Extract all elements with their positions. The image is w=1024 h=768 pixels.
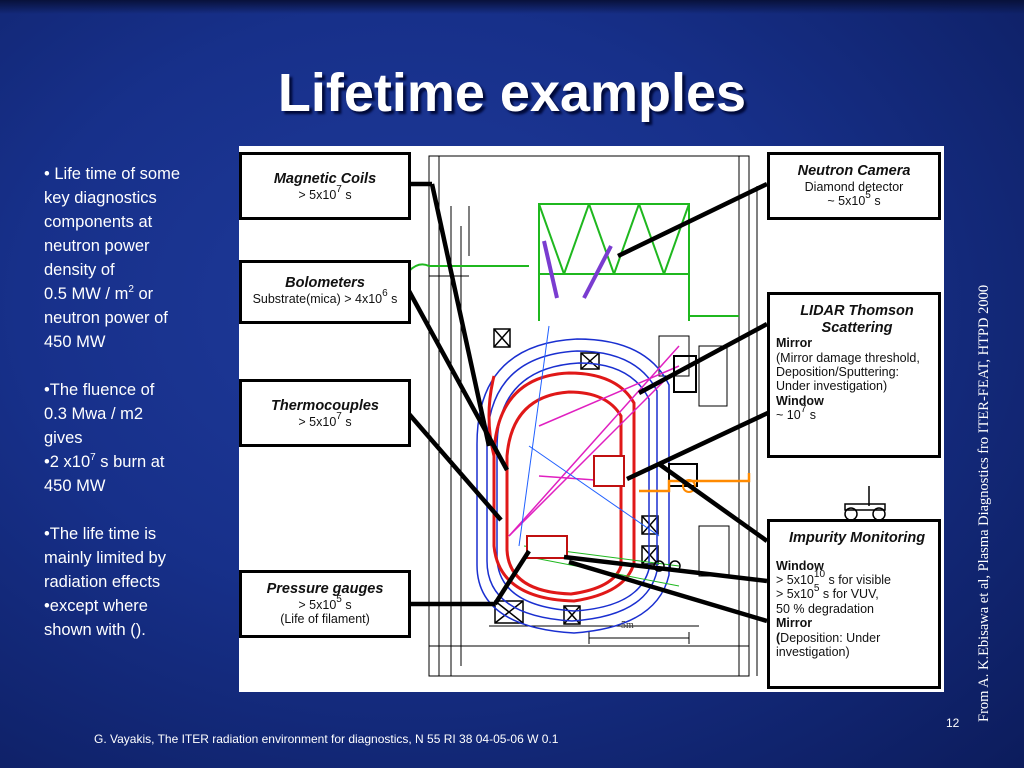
label-value: Substrate(mica) > 4x106 s [242, 288, 408, 306]
superscript: 7 [336, 410, 342, 422]
mirror-heading: Mirror [776, 616, 813, 631]
figure-credit: From A. K.Ebisawa et al, Plasma Diagnost… [976, 284, 992, 722]
window-text: > 5x105 s for VUV, [776, 584, 938, 602]
bullet-text: •The life time is [44, 525, 157, 543]
bullet-text: 0.5 MW / m2 or [44, 282, 224, 306]
label-sub: Diamond detector [804, 179, 904, 194]
bullet-text: neutron power of [44, 309, 168, 327]
value-text: ~ 10 [776, 408, 801, 423]
value-text: Substrate(mica) > 4x10 [252, 291, 383, 306]
value-text: > 5x10 [298, 597, 337, 612]
bullet-list: • Life time of some key diagnostics comp… [44, 162, 224, 642]
superscript: 5 [865, 190, 871, 202]
superscript: 7 [90, 452, 96, 463]
label-heading: Neutron Camera [797, 163, 911, 179]
value-text: s [387, 291, 398, 306]
superscript: 7 [800, 404, 807, 416]
value-text: > 5x10 [298, 414, 337, 429]
label-heading: Impurity Monitoring [788, 530, 926, 546]
top-shadow-bar [0, 0, 1024, 14]
label-value: > 5x107 s [242, 411, 408, 429]
value-text: s [341, 187, 352, 202]
label-value: > 5x107 s [242, 184, 408, 202]
magnetic-coils-label: Magnetic Coils > 5x107 s [239, 152, 411, 220]
scale-label: 5m [621, 620, 634, 631]
value-text: s for VUV, [819, 587, 879, 602]
value-text: > 5x10 [776, 573, 814, 588]
value-text: s [806, 408, 816, 423]
lidar-thomson-label: LIDAR Thomson Scattering Mirror (Mirror … [767, 292, 941, 458]
spacer [44, 498, 224, 522]
value-text: s [870, 194, 881, 209]
bullet-text: gives [44, 429, 83, 447]
mirror-text: (Deposition: Under [776, 631, 938, 645]
bullet-text: 450 MW [44, 477, 106, 495]
pressure-gauges-label: Pressure gauges > 5x105 s (Life of filam… [239, 570, 411, 638]
mirror-text: (Mirror damage threshold, [776, 350, 920, 365]
bullet-text: radiation effects [44, 573, 161, 591]
bullet-text: • Life time of some [44, 165, 180, 183]
bullet-text: 0.3 Mwa / m2 [44, 405, 144, 423]
label-value: ~ 5x105 s [770, 191, 938, 209]
superscript: 5 [813, 583, 820, 595]
value-text: Deposition: Under [780, 630, 881, 645]
window-text: 50 % degradation [776, 601, 874, 616]
bullet-text: key diagnostics [44, 189, 157, 207]
label-heading: Scattering [821, 319, 893, 336]
bullet-text: 450 MW [44, 333, 106, 351]
page-number: 12 [946, 716, 960, 730]
spacer [776, 547, 938, 559]
bullet-text: density of [44, 261, 115, 279]
window-text: > 5x1010 s for visible [776, 570, 938, 588]
bullet-text-part: or [133, 285, 154, 303]
bullet-text: •except where [44, 597, 148, 615]
window-text: ~ 107 s [776, 405, 938, 423]
mirror-text: Under investigation) [776, 379, 888, 394]
value-text: ~ 5x10 [827, 194, 866, 209]
impurity-monitoring-label: Impurity Monitoring Window > 5x1010 s fo… [767, 519, 941, 689]
bullet-text: neutron power [44, 237, 150, 255]
label-note: (Life of filament) [280, 612, 370, 627]
value-text: s [341, 597, 352, 612]
paren: ( [776, 630, 781, 645]
mirror-text: Deposition/Sputtering: [776, 365, 899, 380]
superscript: 10 [813, 569, 826, 581]
label-heading: LIDAR Thomson [800, 303, 914, 319]
spacer [44, 354, 224, 378]
superscript: 7 [336, 183, 342, 195]
diagnostics-figure: 5m Magnetic Coils > 5x107 s Bolometers S… [239, 146, 944, 692]
label-heading: Magnetic Coils [273, 171, 377, 187]
bullet-text: •2 x107 s burn at [44, 450, 224, 474]
superscript: 2 [128, 284, 134, 295]
tokamak-cross-section-drawing [407, 155, 886, 677]
slide-footer: G. Vayakis, The ITER radiation environme… [94, 732, 559, 746]
label-heading: Pressure gauges [266, 581, 384, 597]
bullet-text: components at [44, 213, 153, 231]
bullet-text-part: •2 x10 [44, 453, 91, 471]
bullet-text: shown with (). [44, 621, 146, 639]
mirror-heading: Mirror [776, 336, 813, 351]
bullet-text: mainly limited by [44, 549, 166, 567]
bullet-text-part: s burn at [95, 453, 165, 471]
bolometers-label: Bolometers Substrate(mica) > 4x106 s [239, 260, 411, 324]
slide-title: Lifetime examples [277, 63, 747, 123]
label-value: > 5x105 s [242, 594, 408, 612]
thermocouples-label: Thermocouples > 5x107 s [239, 379, 411, 447]
window-heading: Window [776, 558, 824, 573]
label-heading: Bolometers [285, 275, 365, 291]
value-text: s [341, 414, 352, 429]
label-heading: Thermocouples [271, 398, 379, 414]
neutron-camera-label: Neutron Camera Diamond detector ~ 5x105 … [767, 152, 941, 220]
mirror-text: investigation) [776, 644, 850, 659]
superscript: 5 [336, 593, 342, 605]
value-text: > 5x10 [298, 187, 337, 202]
bullet-text: •The fluence of [44, 381, 155, 399]
superscript: 6 [382, 287, 388, 299]
value-text: s for visible [825, 573, 892, 588]
value-text: > 5x10 [776, 587, 814, 602]
bullet-text-part: 0.5 MW / m [44, 285, 129, 303]
window-heading: Window [776, 393, 824, 408]
